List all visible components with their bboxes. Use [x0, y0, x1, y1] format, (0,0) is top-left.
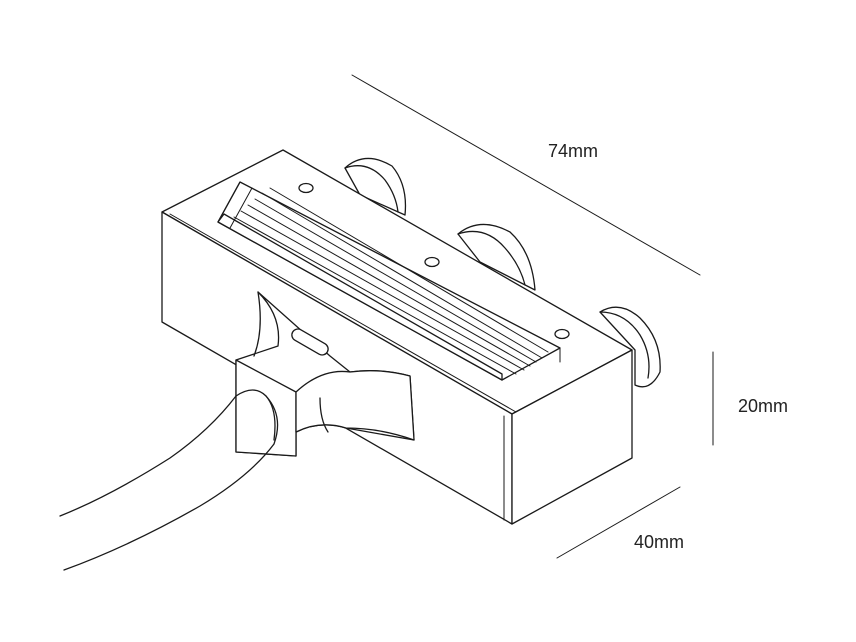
dimension-label-width: 40mm [634, 532, 685, 552]
dimension-line-width [556, 486, 681, 559]
cable-gland [235, 291, 415, 457]
cable-slot [291, 328, 329, 356]
boss-right [599, 306, 661, 388]
housing-edge [169, 213, 517, 413]
mounting-hole [554, 328, 570, 340]
mounting-hole [298, 182, 314, 194]
housing-end-face [511, 349, 633, 525]
dimension-line-length [351, 74, 701, 276]
dimension-label-length: 74mm [548, 141, 599, 161]
mounting-hole [424, 256, 440, 268]
cable [59, 389, 279, 571]
dimension-label-height: 20mm [738, 396, 789, 416]
ribbed-pad [217, 181, 561, 381]
boss-back-left [344, 157, 407, 216]
boss-back-middle [457, 223, 536, 291]
